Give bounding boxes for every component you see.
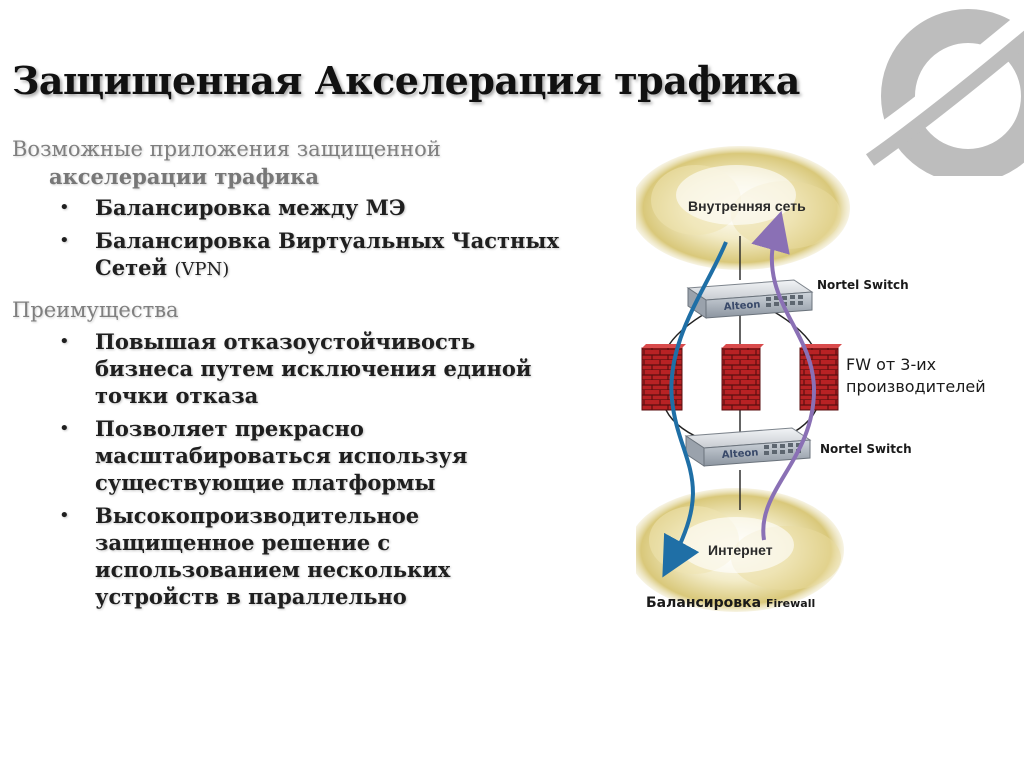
list-item: • Балансировка между МЭ — [12, 194, 572, 221]
bullet-icon: • — [59, 197, 70, 218]
bullet-icon: • — [59, 418, 70, 439]
fw-label-line2: производителей — [846, 377, 986, 396]
diagram-caption-small: Firewall — [765, 597, 816, 610]
slide-title: Защищенная Акселерация трафика — [12, 58, 800, 103]
cloud-internal-label: Внутренняя сеть — [688, 198, 806, 214]
svg-text:Alteon: Alteon — [721, 447, 758, 461]
firewall-left-icon — [641, 344, 686, 411]
blue-flow-arrow — [662, 241, 728, 578]
switch-bottom-label: Nortel Switch — [820, 442, 912, 456]
section-applications-heading: Возможные приложения защищенной акселера… — [12, 136, 572, 190]
list-item: • Позволяет прекрасно масштабироваться и… — [12, 415, 572, 496]
nortel-globe-logo-icon — [853, 8, 1024, 176]
firewall-center-icon — [721, 344, 764, 411]
section-applications-heading-line1: Возможные приложения защищенной — [12, 137, 441, 161]
fw-label-line1: FW от 3-их — [846, 355, 937, 374]
purple-flow-arrow — [751, 210, 817, 541]
list-item: • Балансировка Виртуальных Частных Сетей… — [12, 227, 572, 283]
cloud-internet-label: Интернет — [708, 542, 773, 558]
bullet-icon: • — [59, 505, 70, 526]
bullet-icon: • — [59, 230, 70, 251]
slide-content: Возможные приложения защищенной акселера… — [12, 136, 572, 616]
network-diagram: Alteon Alteon — [636, 140, 1016, 630]
list-item-text: Балансировка между МЭ — [95, 195, 406, 220]
list-item-text: Повышая отказоустойчивость бизнеса путем… — [95, 329, 532, 408]
list-item-text: Высокопроизводительное защищенное решени… — [95, 503, 451, 609]
section-advantages-heading: Преимущества — [12, 298, 179, 322]
network-diagram-graphic: Alteon Alteon — [636, 146, 850, 612]
switch-top-label: Nortel Switch — [817, 278, 909, 292]
section-applications-heading-line2: акселерации трафика — [49, 164, 319, 189]
list-item-suffix: (VPN) — [174, 259, 230, 280]
diagram-caption-main: Балансировка — [646, 595, 762, 611]
list-item: • Повышая отказоустойчивость бизнеса пут… — [12, 328, 572, 409]
bullet-icon: • — [59, 331, 70, 352]
diagram-caption: Балансировка Firewall — [646, 595, 815, 611]
firewall-right-icon — [799, 344, 842, 411]
advantages-list: • Повышая отказоустойчивость бизнеса пут… — [12, 328, 572, 610]
applications-list: • Балансировка между МЭ • Балансировка В… — [12, 194, 572, 283]
list-item-text: Балансировка Виртуальных Частных Сетей — [95, 228, 559, 280]
nortel-switch-bottom-icon: Alteon — [684, 427, 812, 467]
list-item: • Высокопроизводительное защищенное реше… — [12, 502, 572, 610]
list-item-text: Позволяет прекрасно масштабироваться исп… — [95, 416, 468, 495]
svg-text:Alteon: Alteon — [723, 299, 760, 313]
